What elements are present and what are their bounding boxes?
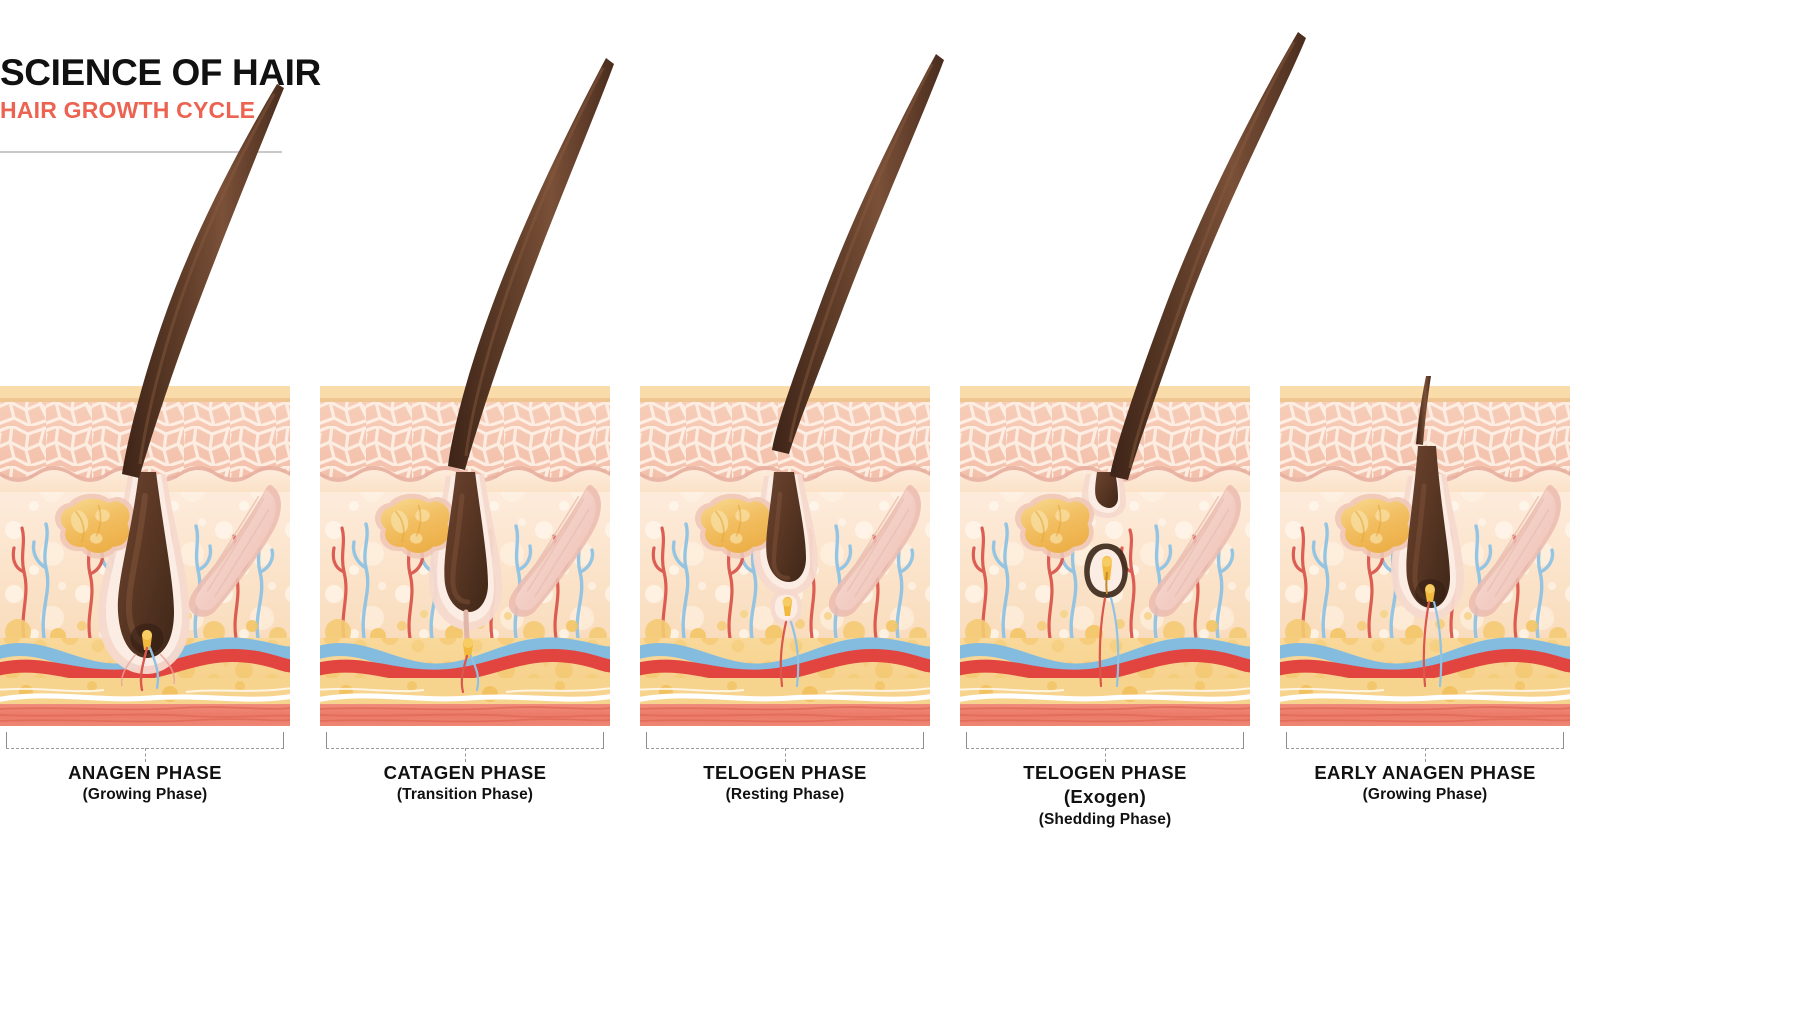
bracket-stem	[785, 748, 786, 762]
bracket-tick-left	[646, 732, 647, 749]
bracket-stem	[145, 748, 146, 762]
phase-name: CATAGEN PHASE	[383, 762, 547, 783]
panel-early-anagen[interactable]	[1280, 376, 1570, 726]
phase-name: EARLY ANAGEN PHASE	[1314, 762, 1536, 783]
caption-anagen: ANAGEN PHASE (Growing Phase)	[0, 730, 290, 805]
bracket-tick-right	[603, 732, 604, 749]
skin-cross-section	[1280, 386, 1570, 726]
bracket-tick-right	[923, 732, 924, 749]
caption-telogen-exogen: TELOGEN PHASE (Exogen) (Shedding Phase)	[960, 730, 1250, 830]
bracket	[1286, 730, 1564, 762]
panel-telogen-resting[interactable]	[640, 54, 944, 726]
caption-early-anagen: EARLY ANAGEN PHASE (Growing Phase)	[1215, 730, 1635, 805]
bracket-stem	[465, 748, 466, 762]
caption-telogen-resting: TELOGEN PHASE (Resting Phase)	[640, 730, 930, 805]
bracket-tick-left	[326, 732, 327, 749]
bracket	[326, 730, 604, 762]
panel-telogen-exogen[interactable]	[960, 32, 1306, 726]
bracket	[6, 730, 284, 762]
bracket-tick-right	[283, 732, 284, 749]
phase-name: TELOGEN PHASE	[1023, 762, 1187, 783]
phase-descriptor: (Transition Phase)	[396, 785, 534, 803]
panel-anagen[interactable]	[0, 84, 290, 726]
bracket-tick-right	[1243, 732, 1244, 749]
skin-cross-section	[640, 386, 930, 726]
skin-cross-section	[320, 386, 610, 726]
bracket-tick-right	[1563, 732, 1564, 749]
caption-catagen: CATAGEN PHASE (Transition Phase)	[320, 730, 610, 805]
bracket-stem	[1105, 748, 1106, 762]
bracket	[966, 730, 1244, 762]
bracket	[646, 730, 924, 762]
skin-cross-section	[0, 386, 290, 726]
phase-descriptor: (Resting Phase)	[725, 785, 845, 803]
bracket-tick-left	[1286, 732, 1287, 749]
phase-descriptor: (Shedding Phase)	[1038, 810, 1172, 828]
bracket-tick-left	[6, 732, 7, 749]
phase-descriptor: (Growing Phase)	[82, 785, 208, 803]
panel-catagen[interactable]	[320, 58, 614, 726]
skin-cross-section	[960, 386, 1250, 726]
phase-descriptor: (Growing Phase)	[1362, 785, 1488, 803]
phase-name: ANAGEN PHASE	[68, 762, 222, 783]
phase-subtype: (Exogen)	[1063, 785, 1147, 807]
bracket-tick-left	[966, 732, 967, 749]
phase-name: TELOGEN PHASE	[703, 762, 867, 783]
bracket-stem	[1425, 748, 1426, 762]
